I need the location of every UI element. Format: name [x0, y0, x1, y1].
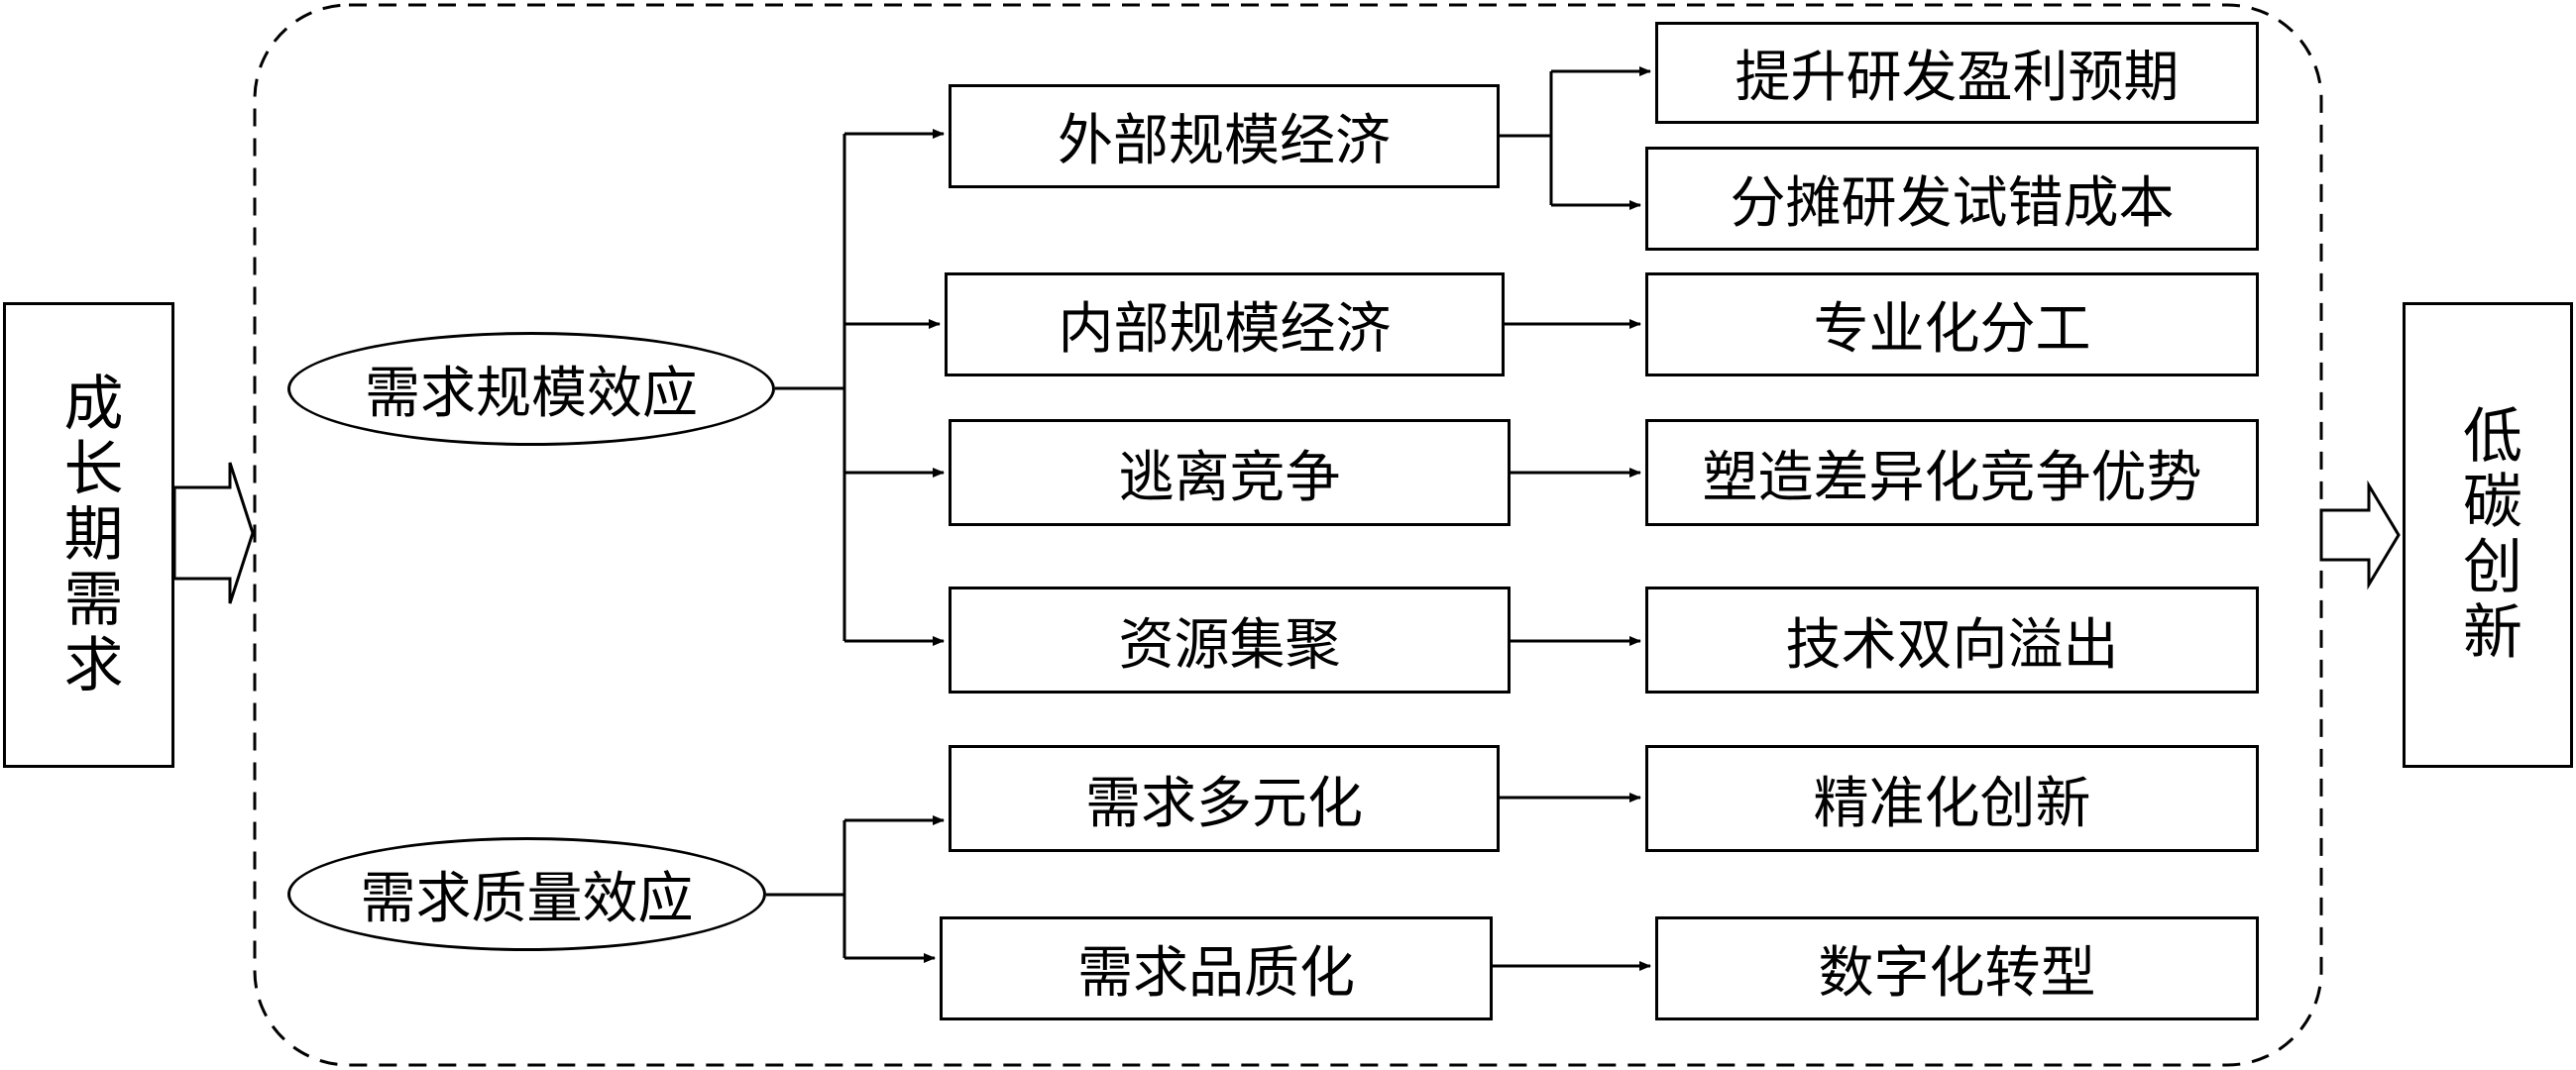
outcome-rd-trial-cost: 分摊研发试错成本 [1645, 147, 2259, 251]
outcome-two-way-tech-spillover: 技术双向溢出 [1645, 587, 2259, 694]
input-node-growth-demand: 成长期需求 [3, 302, 174, 768]
mechanism-external-scale-economy: 外部规模经济 [949, 84, 1500, 188]
mechanism-resource-agglomeration: 资源集聚 [949, 587, 1511, 694]
outcome-differentiation-advantage: 塑造差异化竞争优势 [1645, 419, 2259, 526]
input-hollow-arrow [172, 462, 255, 604]
effect-demand-scale: 需求规模效应 [287, 332, 775, 446]
mechanism-escape-competition: 逃离竞争 [949, 419, 1511, 526]
mechanism-demand-diversification: 需求多元化 [949, 745, 1500, 852]
effect-demand-quality: 需求质量效应 [287, 837, 766, 951]
output-node-low-carbon-innovation: 低碳创新 [2403, 302, 2573, 768]
outcome-precision-innovation: 精准化创新 [1645, 745, 2259, 852]
mechanism-internal-scale-economy: 内部规模经济 [945, 272, 1505, 376]
mechanism-demand-quality-upgrade: 需求品质化 [940, 916, 1493, 1020]
outcome-specialization: 专业化分工 [1645, 272, 2259, 376]
output-hollow-arrow [2319, 480, 2401, 590]
outcome-rd-profit-expectation: 提升研发盈利预期 [1655, 22, 2259, 124]
outcome-digital-transformation: 数字化转型 [1655, 916, 2259, 1020]
dashed-group-boundary [253, 3, 2323, 1067]
